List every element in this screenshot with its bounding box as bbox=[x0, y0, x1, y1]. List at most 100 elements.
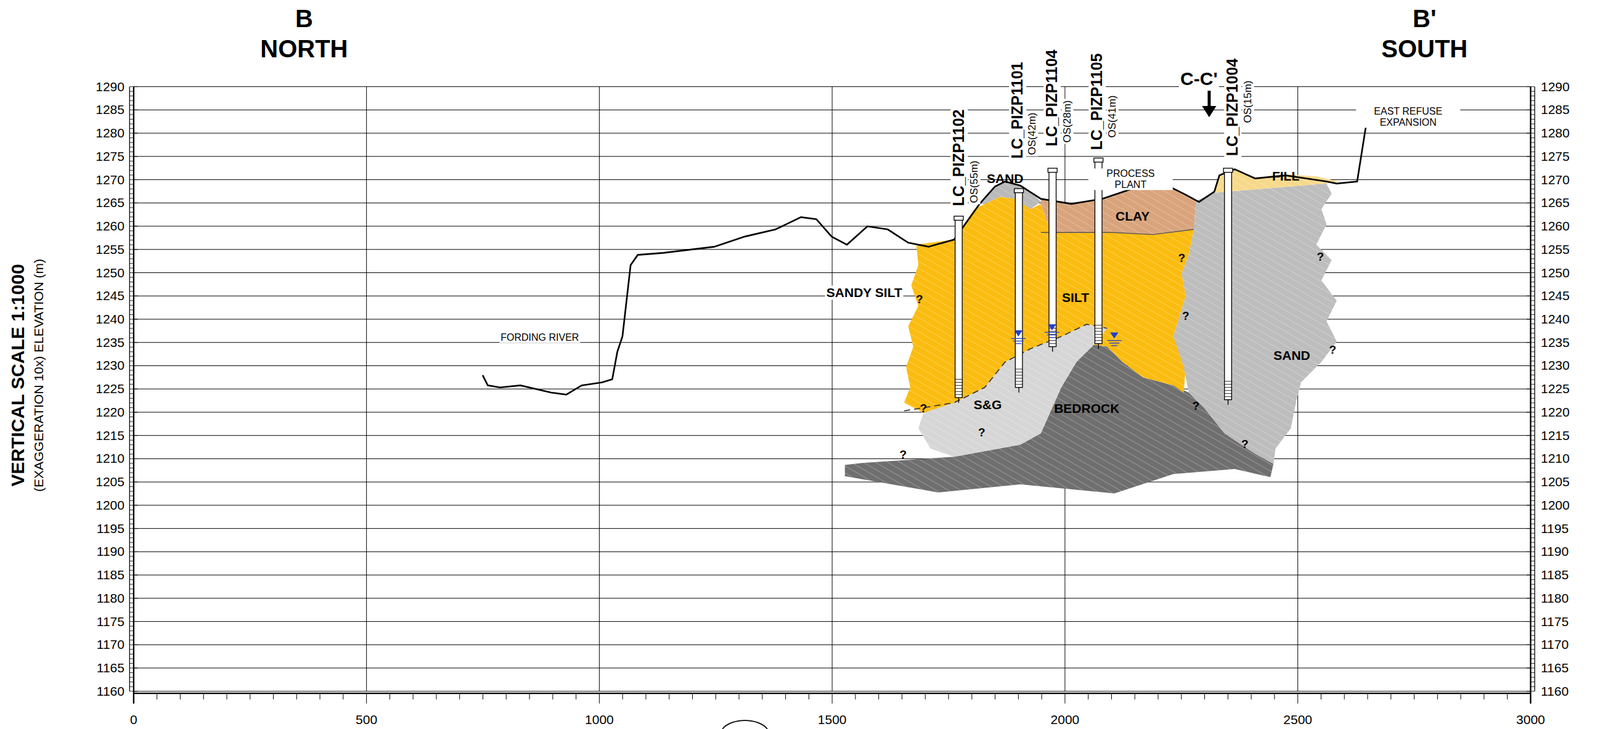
axis-tick bbox=[1134, 693, 1136, 700]
axis-tick bbox=[129, 86, 138, 87]
axis-tick bbox=[1530, 402, 1535, 404]
screen-line bbox=[1015, 371, 1023, 373]
facility-label: PROCESS PLANT bbox=[1088, 168, 1173, 191]
axis-tick bbox=[129, 197, 134, 199]
axis-tick bbox=[1526, 597, 1535, 599]
axis-tick bbox=[1530, 495, 1535, 497]
axis-tick bbox=[1530, 626, 1535, 627]
borehole-casing bbox=[1224, 171, 1233, 400]
axis-tick bbox=[1530, 672, 1535, 674]
water-level bbox=[1047, 334, 1058, 336]
axis-tick bbox=[1227, 693, 1229, 700]
axis-tick bbox=[1530, 500, 1535, 502]
axis-tick bbox=[129, 411, 138, 413]
axis-tick bbox=[1530, 346, 1535, 348]
axis-tick bbox=[129, 444, 134, 445]
axis-tick bbox=[129, 104, 134, 106]
axis-tick bbox=[1530, 537, 1535, 539]
axis-tick bbox=[482, 693, 484, 700]
axis-tick bbox=[129, 612, 134, 613]
water-level bbox=[1014, 330, 1023, 337]
elevation-tick-label: 1250 bbox=[95, 265, 125, 280]
axis-tick bbox=[1530, 477, 1535, 478]
axis-tick bbox=[129, 626, 134, 627]
uncertainty-mark: ? bbox=[920, 402, 928, 416]
water-level bbox=[1015, 343, 1022, 344]
axis-tick bbox=[1530, 663, 1535, 664]
axis-tick bbox=[129, 160, 134, 162]
axis-tick bbox=[1530, 165, 1535, 166]
screen-line bbox=[1015, 374, 1023, 376]
axis-tick bbox=[129, 230, 134, 232]
axis-tick bbox=[1530, 235, 1535, 237]
axis-tick bbox=[1251, 693, 1252, 700]
axis-tick bbox=[129, 570, 134, 571]
elevation-tick-label: 1225 bbox=[1540, 382, 1570, 397]
grid-line bbox=[599, 86, 600, 692]
axis-tick bbox=[129, 286, 134, 288]
elevation-tick-label: 1195 bbox=[1540, 521, 1569, 536]
screen-line bbox=[1224, 390, 1233, 391]
river-label: FORDING RIVER bbox=[499, 332, 580, 344]
axis-tick bbox=[1530, 383, 1535, 385]
borehole-cap bbox=[954, 216, 964, 221]
axis-tick bbox=[1530, 104, 1535, 106]
axis-tick bbox=[129, 575, 138, 576]
elevation-tick-label: 1175 bbox=[96, 614, 125, 629]
section-marker: C-C' bbox=[1179, 68, 1219, 89]
axis-tick bbox=[1530, 616, 1535, 618]
elevation-tick-label: 1200 bbox=[1540, 497, 1570, 513]
axis-tick bbox=[1273, 693, 1275, 700]
axis-tick bbox=[1530, 188, 1535, 190]
axis-tick bbox=[1526, 109, 1535, 111]
screen-line bbox=[1048, 337, 1057, 338]
axis-tick bbox=[129, 342, 138, 343]
axis-tick bbox=[129, 128, 134, 129]
axis-tick bbox=[129, 337, 134, 339]
section-arrow bbox=[1201, 90, 1217, 118]
axis-tick bbox=[1530, 514, 1535, 515]
axis-tick bbox=[1530, 374, 1535, 376]
axis-tick bbox=[1530, 370, 1535, 372]
axis-tick bbox=[1530, 337, 1535, 339]
elevation-tick-label: 1285 bbox=[95, 102, 125, 118]
hatching bbox=[979, 181, 1041, 210]
axis-tick bbox=[1526, 342, 1535, 343]
axis-tick bbox=[1041, 693, 1043, 700]
axis-tick bbox=[715, 693, 717, 700]
axis-tick bbox=[129, 472, 134, 474]
section-letter: B' bbox=[1412, 4, 1437, 33]
elevation-tick-label: 1210 bbox=[95, 451, 125, 466]
axis-tick bbox=[854, 693, 856, 700]
axis-tick bbox=[1530, 253, 1535, 255]
axis-tick bbox=[129, 491, 134, 492]
axis-tick bbox=[129, 523, 134, 525]
axis-tick bbox=[129, 621, 138, 622]
axis-tick bbox=[1530, 184, 1535, 185]
axis-tick bbox=[1530, 653, 1535, 655]
axis-tick bbox=[1111, 693, 1112, 700]
uncertainty-mark: ? bbox=[1177, 251, 1186, 265]
axis-tick bbox=[129, 374, 134, 376]
axis-tick bbox=[1526, 272, 1535, 274]
axis-tick bbox=[668, 693, 670, 700]
screen-line bbox=[1048, 343, 1057, 344]
elevation-tick-label: 1195 bbox=[96, 521, 125, 536]
axis-tick bbox=[129, 370, 134, 372]
axis-tick bbox=[129, 616, 134, 618]
axis-tick bbox=[1530, 212, 1535, 213]
axis-subtitle: (EXAGGERATION 10x) ELEVATION (m) bbox=[31, 258, 46, 492]
axis-tick bbox=[994, 693, 996, 700]
uncertainty-mark: ? bbox=[1192, 399, 1200, 413]
axis-tick bbox=[129, 477, 134, 478]
screen-line bbox=[955, 382, 963, 383]
axis-tick bbox=[129, 630, 134, 632]
axis-tick bbox=[1530, 570, 1535, 571]
axis-tick bbox=[129, 118, 134, 120]
axis-tick bbox=[1530, 607, 1535, 608]
axis-tick bbox=[1526, 202, 1535, 204]
axis-tick bbox=[971, 693, 972, 700]
screen-line bbox=[955, 388, 963, 389]
elevation-tick-label: 1270 bbox=[95, 172, 125, 187]
axis-tick bbox=[129, 151, 134, 153]
